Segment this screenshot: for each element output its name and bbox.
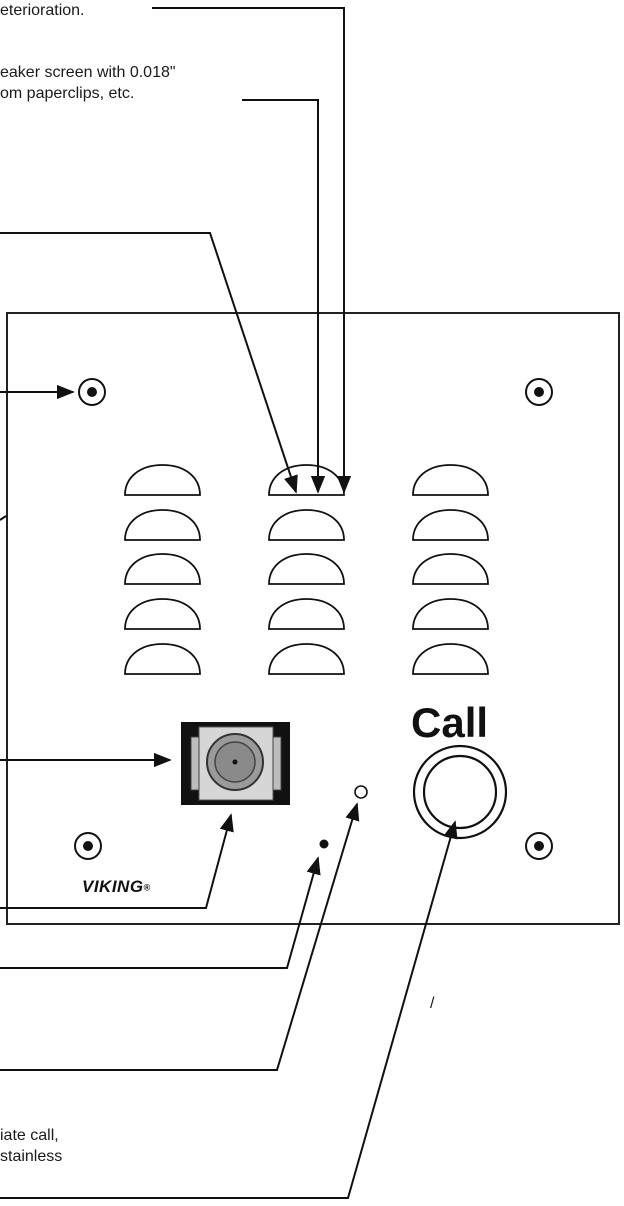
callout-slash: / bbox=[430, 995, 435, 1012]
brand-name: VIKING bbox=[82, 877, 144, 896]
camera-module bbox=[181, 722, 290, 805]
callout-speaker-screen-line1: eaker screen with 0.018" bbox=[0, 64, 176, 81]
grille-slot bbox=[412, 643, 489, 675]
callout-speaker-screen-line2: om paperclips, etc. bbox=[0, 85, 135, 102]
edge-tick bbox=[0, 515, 7, 521]
leader-camera-lower bbox=[0, 813, 234, 909]
grille-slot bbox=[412, 553, 489, 585]
mounting-screw-top-right bbox=[525, 378, 553, 406]
grille-slot bbox=[268, 553, 345, 585]
microphone-hole bbox=[319, 839, 329, 849]
call-button[interactable] bbox=[412, 744, 508, 840]
leader-speaker-screen bbox=[242, 99, 326, 494]
grille-slot bbox=[124, 553, 201, 585]
mounting-screw-bottom-right bbox=[525, 832, 553, 860]
grille-slot bbox=[412, 598, 489, 630]
leader-call-button bbox=[0, 820, 458, 1199]
grille-slot bbox=[124, 598, 201, 630]
leader-indicator bbox=[0, 802, 360, 1071]
speaker-grille bbox=[124, 464, 489, 675]
grille-slot bbox=[268, 598, 345, 630]
grille-slot bbox=[268, 643, 345, 675]
callout-call-line1: iate call, bbox=[0, 1127, 59, 1144]
grille-slot bbox=[268, 509, 345, 541]
mounting-screw-bottom-left bbox=[74, 832, 102, 860]
callout-call-line2: stainless bbox=[0, 1148, 63, 1165]
leader-microphone bbox=[0, 856, 321, 969]
indicator-led bbox=[354, 785, 368, 799]
brand-logo: VIKING® bbox=[82, 877, 151, 897]
grille-slot bbox=[124, 464, 201, 496]
leader-deterioration bbox=[152, 7, 352, 494]
leader-grille bbox=[0, 232, 298, 494]
call-button-label: Call bbox=[411, 699, 489, 746]
callout-deterioration: eterioration. bbox=[0, 2, 85, 19]
grille-slot bbox=[412, 509, 489, 541]
grille-slot bbox=[412, 464, 489, 496]
brand-registered-mark: ® bbox=[143, 882, 151, 893]
mounting-screw-top-left bbox=[78, 378, 106, 406]
leader-lines bbox=[0, 7, 458, 1199]
grille-slot bbox=[124, 509, 201, 541]
grille-slot bbox=[124, 643, 201, 675]
